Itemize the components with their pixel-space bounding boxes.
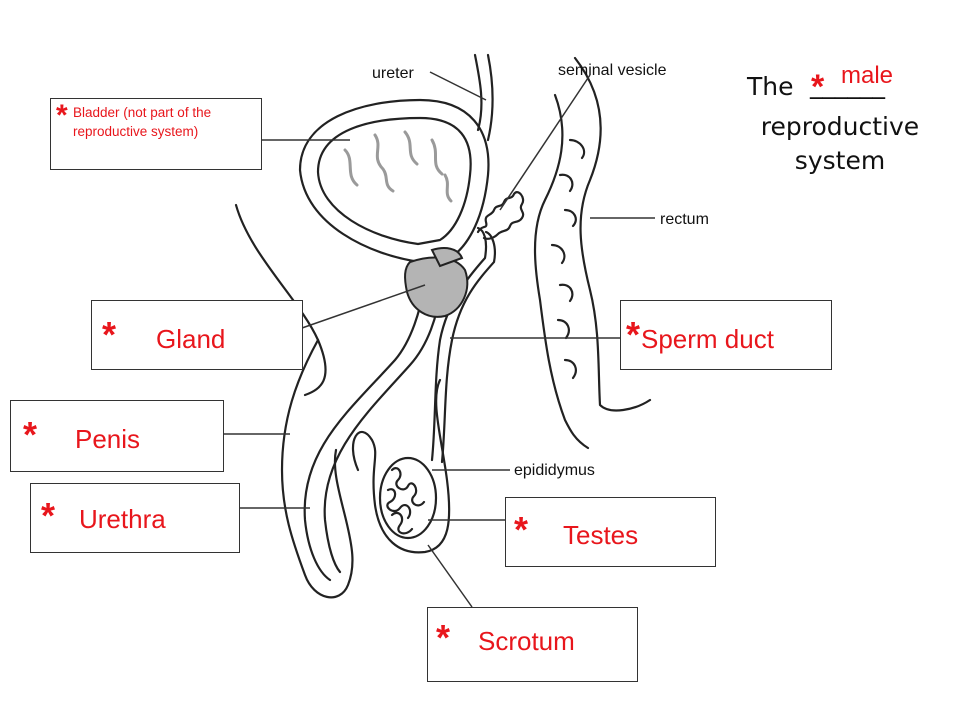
title-star: * (811, 68, 825, 106)
rectum-outer (573, 56, 652, 412)
penis-outline (280, 338, 354, 599)
title-block: The ______ * male reproductive system (735, 60, 945, 190)
scrotum-star: * (436, 617, 451, 658)
title-answer: male (841, 62, 894, 89)
penis-label: Penis (75, 424, 141, 454)
testes-box: * Testes (505, 497, 716, 567)
scrotum-outline (351, 378, 451, 554)
sperm-duct-label: Sperm duct (641, 324, 774, 354)
testes-label: Testes (563, 520, 639, 550)
pointer-seminal (499, 74, 591, 211)
scrotum-box: * Scrotum (427, 607, 638, 682)
urethra-label: Urethra (79, 504, 166, 534)
sperm-duct-line-b (440, 230, 496, 464)
label-epididymus: epididymus (514, 462, 595, 479)
pointer-ureter (429, 71, 487, 101)
ureter-line-a (473, 53, 483, 132)
rectum-inner (533, 93, 590, 450)
title-line2: reproductive (760, 112, 920, 141)
prostate-gland (404, 256, 469, 318)
body-outline (234, 203, 327, 397)
urethra-box: * Urethra (30, 483, 240, 553)
testes-star: * (514, 509, 529, 550)
sperm-duct-box: * Sperm duct (620, 300, 832, 370)
bladder-folds (343, 130, 453, 203)
title-blank: ______ (810, 70, 885, 99)
title-line3: system (794, 146, 886, 175)
ureter-line-b (486, 53, 494, 142)
pointer-scrotum (427, 544, 473, 608)
gland-box: * Gland (91, 300, 303, 370)
label-rectum: rectum (660, 211, 709, 228)
scrotum-label: Scrotum (478, 626, 575, 656)
bladder-label: Bladder (not part of the reproductive sy… (73, 105, 212, 139)
bladder-inner (316, 116, 472, 246)
pointer-gland (301, 284, 426, 329)
testis (378, 456, 438, 540)
gland-star: * (102, 314, 117, 355)
title-prefix: The (747, 72, 794, 101)
urethra-line-outer (303, 283, 427, 582)
label-ureter: ureter (372, 65, 414, 82)
sperm-duct-star: * (626, 314, 641, 355)
rectum-folds (550, 138, 586, 380)
gland-upper (430, 247, 464, 268)
urethra-star: * (41, 495, 56, 536)
bladder-box: * Bladder (not part of the reproductive … (50, 98, 262, 170)
bladder-star: * (56, 99, 68, 132)
gland-label: Gland (156, 324, 226, 354)
urethra-line-inner (323, 288, 442, 574)
testis-coil (386, 467, 426, 535)
bladder-outer (298, 98, 490, 264)
penis-box: * Penis (10, 400, 224, 472)
seminal-vesicle (476, 191, 525, 240)
penis-star: * (23, 414, 38, 455)
label-seminal-vesicle: seminal vesicle (558, 62, 667, 79)
